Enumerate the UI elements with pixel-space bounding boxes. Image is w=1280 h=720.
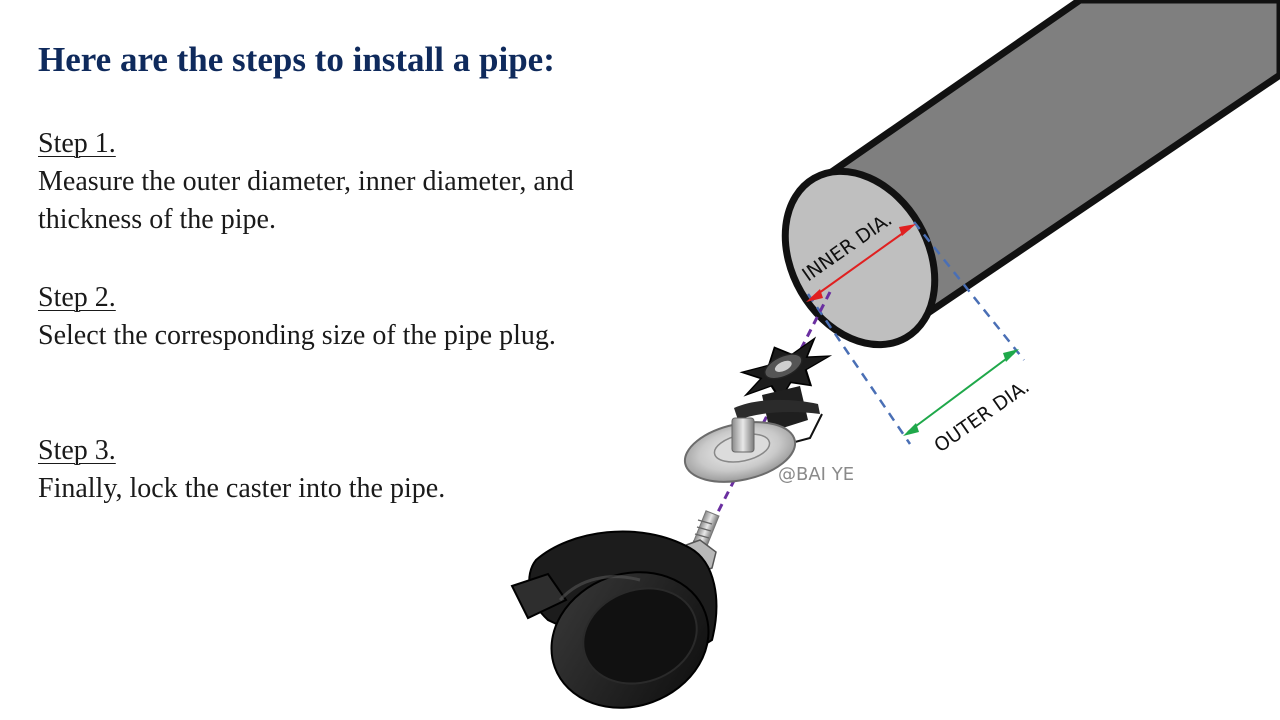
caster-wheel bbox=[510, 510, 720, 709]
step-2: Step 2. Select the corresponding size of… bbox=[38, 279, 618, 355]
step-3-heading: Step 3. bbox=[38, 435, 116, 466]
step-1-text: Measure the outer diameter, inner diamet… bbox=[38, 166, 574, 235]
outer-diameter-arrow bbox=[903, 349, 1019, 436]
pipe-plug-washer bbox=[683, 417, 797, 483]
pipe bbox=[781, 0, 1280, 349]
outer-diameter-guides bbox=[806, 221, 1025, 445]
step-3-text: Finally, lock the caster into the pipe. bbox=[38, 473, 446, 504]
step-3: Step 3. Finally, lock the caster into th… bbox=[38, 432, 618, 508]
step-2-heading: Step 2. bbox=[38, 282, 116, 313]
slide-title: Here are the steps to install a pipe: bbox=[38, 40, 555, 79]
caster-brake-pedal bbox=[510, 572, 568, 620]
pipe-end-face bbox=[781, 167, 939, 349]
step-1: Step 1. Measure the outer diameter, inne… bbox=[38, 125, 618, 239]
outer-diameter-label: OUTER DIA. bbox=[930, 376, 1033, 457]
watermark: @BAI YE bbox=[778, 464, 854, 485]
step-1-heading: Step 1. bbox=[38, 128, 116, 159]
step-2-text: Select the corresponding size of the pip… bbox=[38, 320, 556, 351]
inner-diameter-arrow bbox=[806, 224, 916, 302]
